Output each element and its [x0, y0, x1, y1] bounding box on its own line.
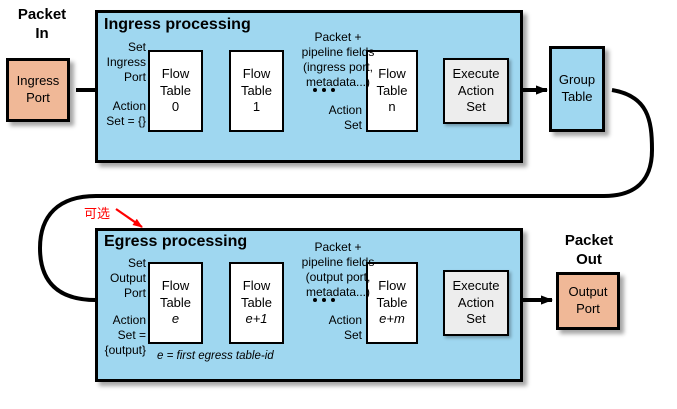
- ingress-entry-l1: Set: [127, 40, 146, 54]
- egress-fte-l2: Table: [159, 294, 192, 310]
- packet-in-header-line2: In: [35, 24, 49, 42]
- egress-fte-l3: e: [171, 311, 180, 327]
- optional-annotation-label: 可选: [84, 207, 111, 222]
- ingress-midas-l1: Action: [328, 103, 362, 117]
- egress-flow-table-e[interactable]: Flow Table e: [148, 262, 203, 344]
- egress-note-l2: pipeline fields: [301, 255, 375, 269]
- egress-execute-action-set[interactable]: Execute Action Set: [443, 270, 509, 336]
- optional-annotation-arrow-icon: [115, 208, 143, 228]
- output-port-box[interactable]: Output Port: [556, 272, 620, 330]
- ingress-pipeline-ellipsis-icon: [313, 88, 335, 92]
- egress-action-set-output-label: Action Set = {output}: [92, 313, 146, 358]
- egress-ftem-l1: Flow: [378, 277, 406, 293]
- egress-flow-table-e-plus-m[interactable]: Flow Table e+m: [366, 262, 418, 344]
- egress-exec-l3: Set: [466, 311, 486, 327]
- egress-actionset-l2: Set =: [117, 328, 146, 342]
- egress-ftem-l2: Table: [376, 294, 408, 310]
- ingress-ft0-l2: Table: [159, 82, 192, 98]
- ingress-actionset-l1: Action: [112, 99, 146, 113]
- egress-entry-l1: Set: [127, 256, 146, 270]
- group-table-l2: Table: [561, 89, 593, 104]
- ingress-panel-title: Ingress processing: [104, 16, 251, 33]
- ingress-ft1-l2: Table: [240, 82, 273, 98]
- ingress-entry-l3: Port: [123, 70, 146, 84]
- egress-note-l4: metadata...): [305, 285, 371, 299]
- egress-panel-title: Egress processing: [104, 233, 248, 250]
- ingress-ftn-l2: Table: [376, 82, 408, 98]
- output-port-line1: Output: [568, 284, 608, 300]
- packet-out-header-line2: Out: [576, 250, 602, 268]
- ingress-flow-table-n[interactable]: Flow Table n: [366, 50, 418, 132]
- egress-midas-l1: Action: [328, 313, 362, 327]
- ingress-ftn-l3: n: [388, 99, 396, 115]
- egress-midas-l2: Set: [343, 328, 362, 342]
- ingress-midas-l2: Set: [343, 118, 362, 132]
- egress-fte1-l3: e+1: [245, 311, 268, 327]
- ingress-ft1-l1: Flow: [242, 65, 271, 81]
- egress-actionset-l1: Action: [112, 313, 146, 327]
- ingress-exec-l3: Set: [466, 99, 486, 115]
- egress-fte1-l1: Flow: [242, 277, 271, 293]
- group-table-l1: Group: [558, 72, 596, 88]
- egress-pipeline-ellipsis-icon: [313, 298, 335, 302]
- egress-fte1-l2: Table: [240, 294, 273, 310]
- ingress-actionset-l2: Set = {}: [106, 114, 146, 128]
- ingress-note-l2: pipeline fields: [301, 45, 375, 59]
- packet-in-header: Packet In: [6, 6, 78, 44]
- ingress-note-l3: (ingress port,: [302, 60, 374, 74]
- egress-entry-l2: Output: [109, 271, 146, 285]
- egress-note-l3: (output port,: [305, 270, 371, 284]
- egress-actionset-l3: {output}: [104, 343, 146, 357]
- ingress-note-l4: metadata...): [305, 75, 371, 89]
- packet-in-header-line1: Packet: [17, 6, 67, 23]
- ingress-flow-table-0[interactable]: Flow Table 0: [148, 50, 203, 132]
- ingress-ftn-l1: Flow: [378, 65, 406, 81]
- packet-out-header: Packet Out: [552, 232, 626, 270]
- egress-exec-l1: Execute: [452, 277, 500, 293]
- egress-exec-l2: Action: [457, 294, 495, 310]
- ingress-port-line2: Port: [26, 90, 50, 105]
- egress-table-id-footnote: e = first egress table-id: [157, 350, 274, 362]
- egress-flow-table-e-plus-1[interactable]: Flow Table e+1: [229, 262, 284, 344]
- egress-mid-action-set-label: Action Set: [306, 313, 362, 343]
- ingress-ft0-l3: 0: [171, 99, 180, 115]
- ingress-ft1-l3: 1: [252, 99, 261, 115]
- group-table-box[interactable]: Group Table: [549, 46, 605, 132]
- ingress-flow-table-1[interactable]: Flow Table 1: [229, 50, 284, 132]
- ingress-exec-l1: Execute: [452, 65, 500, 81]
- egress-set-output-port-label: Set Output Port: [98, 256, 146, 301]
- packet-out-header-line1: Packet: [564, 232, 614, 249]
- egress-fte-l1: Flow: [161, 277, 190, 293]
- egress-note-l1: Packet +: [314, 240, 362, 254]
- ingress-pipeline-fields-note: Packet + pipeline fields (ingress port, …: [283, 30, 393, 90]
- egress-entry-l3: Port: [123, 286, 146, 300]
- ingress-ft0-l1: Flow: [161, 65, 190, 81]
- ingress-action-set-empty-label: Action Set = {}: [96, 99, 146, 129]
- ingress-entry-l2: Ingress: [106, 55, 146, 69]
- output-port-line2: Port: [576, 301, 600, 316]
- egress-pipeline-fields-note: Packet + pipeline fields (output port, m…: [283, 240, 393, 300]
- ingress-set-ingress-port-label: Set Ingress Port: [98, 40, 146, 85]
- egress-ftem-l3: e+m: [379, 311, 405, 327]
- ingress-note-l1: Packet +: [314, 30, 362, 44]
- ingress-execute-action-set[interactable]: Execute Action Set: [443, 58, 509, 124]
- ingress-mid-action-set-label: Action Set: [306, 103, 362, 133]
- ingress-exec-l2: Action: [457, 82, 495, 98]
- ingress-port-box[interactable]: Ingress Port: [6, 58, 70, 122]
- ingress-port-line1: Ingress: [16, 73, 60, 89]
